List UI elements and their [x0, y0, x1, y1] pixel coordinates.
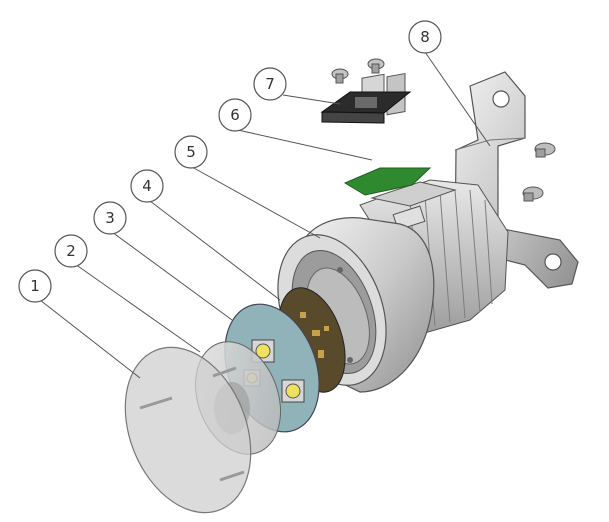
- callout-label: 1: [30, 277, 40, 295]
- callout-label: 2: [66, 242, 76, 260]
- callout-6: 6: [218, 98, 252, 132]
- leader-lines: [39, 51, 491, 379]
- callout-2: 2: [54, 234, 88, 268]
- callout-label: 8: [420, 28, 430, 46]
- callout-label: 5: [186, 143, 196, 161]
- callout-3: 3: [93, 201, 127, 235]
- callout-label: 7: [265, 75, 275, 93]
- callout-7: 7: [253, 67, 287, 101]
- bracket-screw: [522, 186, 544, 202]
- callout-8: 8: [408, 20, 442, 54]
- callout-label: 6: [230, 106, 240, 124]
- connector-cover: [320, 58, 412, 124]
- callout-5: 5: [174, 135, 208, 169]
- callout-1: 1: [18, 269, 52, 303]
- cover-screw: [331, 68, 349, 84]
- callout-4: 4: [130, 169, 164, 203]
- bracket-screw: [534, 142, 556, 158]
- lens-cover: [124, 346, 252, 514]
- callout-label: 4: [142, 177, 152, 195]
- led-emitter: [281, 379, 305, 403]
- heatsink-housing: [277, 179, 509, 393]
- cover-screw: [367, 58, 385, 74]
- callout-label: 3: [105, 209, 115, 227]
